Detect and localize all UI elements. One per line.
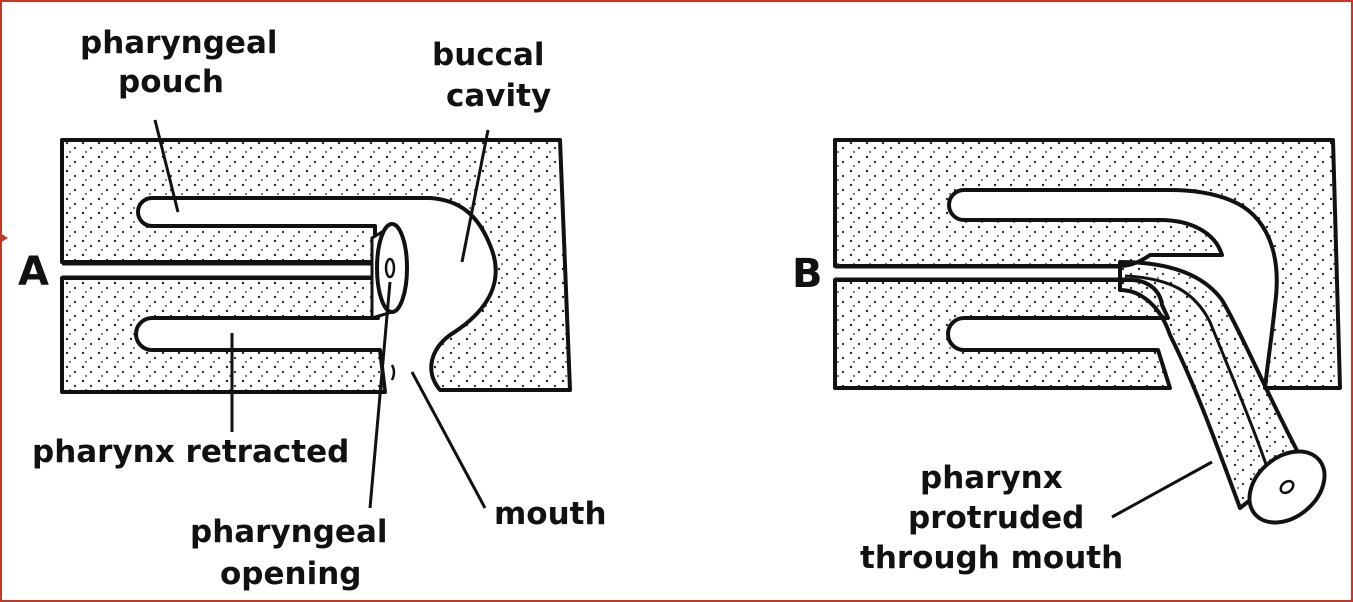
- leader-pharynx-protruded: [1112, 462, 1212, 517]
- label-mouth: mouth: [494, 496, 607, 532]
- body-lower-a: [62, 278, 385, 392]
- leader-mouth: [412, 372, 485, 508]
- pharyngeal-opening-hole: [386, 259, 394, 277]
- label-pharynx-retracted: pharynx retracted: [32, 434, 349, 470]
- panel-b: B pharynx protruded through mouth: [792, 140, 1340, 576]
- label-buccal-cavity-2: cavity: [446, 78, 551, 114]
- label-pharyngeal-opening-2: opening: [220, 556, 361, 592]
- label-pharyngeal-pouch-2: pouch: [118, 64, 224, 100]
- panel-a: A pharyngeal pouch buccal cavity pharynx…: [18, 25, 607, 592]
- label-pharynx-protruded-3: through mouth: [860, 540, 1123, 576]
- label-buccal-cavity-1: buccal: [432, 37, 545, 73]
- label-pharynx-protruded-2: protruded: [908, 500, 1084, 536]
- border-marker: [0, 233, 8, 243]
- label-pharynx-protruded-1: pharynx: [920, 460, 1063, 496]
- label-pharyngeal-opening-1: pharyngeal: [190, 514, 388, 550]
- panel-letter-a: A: [18, 249, 49, 295]
- body-lower-b: [835, 280, 1170, 388]
- panel-letter-b: B: [792, 251, 823, 297]
- label-pharyngeal-pouch-1: pharyngeal: [80, 25, 278, 61]
